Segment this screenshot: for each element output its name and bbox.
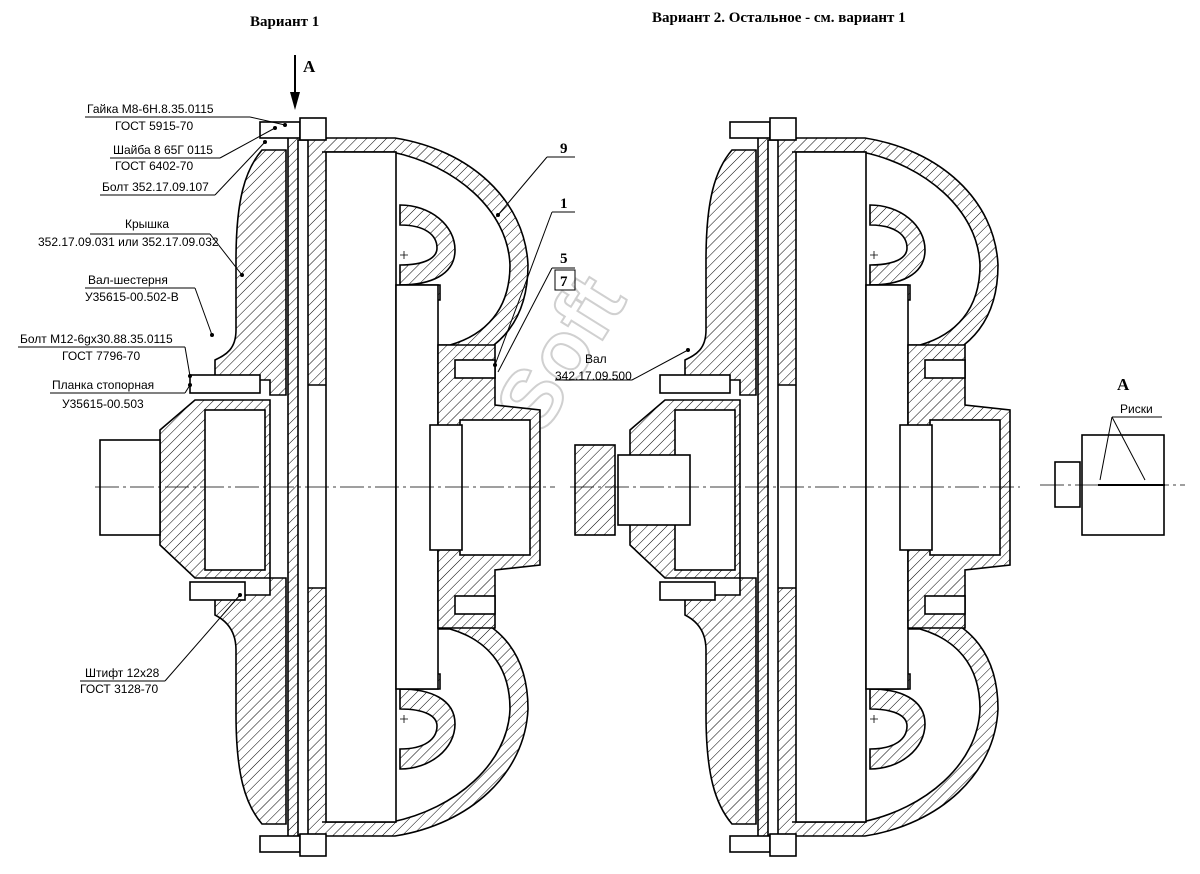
callout-shaft-line1: Вал bbox=[585, 352, 607, 366]
callout-labels: Гайка М8-6Н.8.35.0115 ГОСТ 5915-70 Шайба… bbox=[20, 102, 632, 696]
callout-plate-line1: Планка стопорная bbox=[52, 378, 154, 392]
callout-bolt2-line2: ГОСТ 7796-70 bbox=[62, 349, 140, 363]
callout-nut-line2: ГОСТ 5915-70 bbox=[115, 119, 193, 133]
position-5: 5 bbox=[560, 251, 568, 267]
callout-pin-line1: Штифт 12х28 bbox=[85, 666, 160, 680]
view-a-letter: А bbox=[1117, 375, 1130, 394]
callout-plate-line2: У35615-00.503 bbox=[62, 397, 144, 411]
callout-nut-line1: Гайка М8-6Н.8.35.0115 bbox=[87, 102, 214, 116]
callout-pin-line2: ГОСТ 3128-70 bbox=[80, 682, 158, 696]
position-7: 7 bbox=[560, 274, 568, 290]
heading-variant-2: Вариант 2. Остальное - см. вариант 1 bbox=[652, 10, 906, 26]
heading-variant-1: Вариант 1 bbox=[250, 14, 319, 30]
callout-bolt1-line1: Болт 352.17.09.107 bbox=[102, 180, 209, 194]
callout-pinion-line2: У35615-00.502-В bbox=[85, 290, 179, 304]
callout-bolt2-line1: Болт М12-6gx30.88.35.0115 bbox=[20, 332, 173, 346]
arrow-letter: А bbox=[303, 57, 316, 76]
position-numbers: 9 1 5 7 bbox=[493, 141, 576, 373]
view-a-detail: А Риски bbox=[1040, 375, 1185, 536]
callout-leaders bbox=[18, 116, 690, 682]
view-a-label: Риски bbox=[1120, 402, 1153, 416]
view-arrow: А bbox=[290, 55, 316, 110]
assembly-variant-2 bbox=[570, 117, 1020, 857]
callout-shaft-line2: 342.17.09.500 bbox=[555, 369, 632, 383]
callout-cover-line1: Крышка bbox=[125, 217, 169, 231]
callout-washer-line1: Шайба 8 65Г 0115 bbox=[113, 143, 213, 157]
assembly-variant-1 bbox=[95, 117, 555, 857]
callout-cover-line2: 352.17.09.031 или 352.17.09.032 bbox=[38, 235, 219, 249]
callout-washer-line2: ГОСТ 6402-70 bbox=[115, 159, 193, 173]
position-1: 1 bbox=[560, 196, 568, 212]
callout-pinion-line1: Вал-шестерня bbox=[88, 273, 168, 287]
position-9: 9 bbox=[560, 141, 568, 157]
